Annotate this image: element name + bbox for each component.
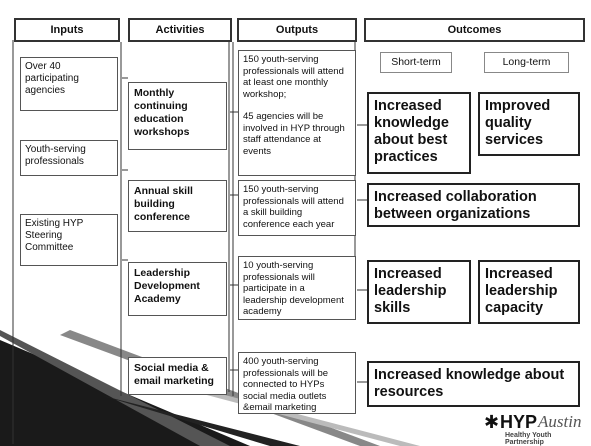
- activity-workshops: Monthly continuing education workshops: [128, 82, 227, 150]
- logo-city: Austin: [538, 412, 582, 431]
- long-term-label: Long-term: [484, 52, 569, 73]
- input-steering-committee: Existing HYP Steering Committee: [20, 214, 118, 266]
- activity-social-media: Social media & email marketing: [128, 357, 227, 395]
- header-inputs: Inputs: [14, 18, 120, 42]
- header-activities: Activities: [128, 18, 232, 42]
- logo-figure-icon: ✱: [484, 412, 500, 432]
- outcome-quality-services: Improved quality services: [478, 92, 580, 156]
- logo-tagline: Healthy Youth Partnership: [505, 432, 552, 446]
- header-outcomes: Outcomes: [364, 18, 585, 42]
- output-workshops: 150 youth-serving professionals will att…: [238, 50, 356, 176]
- output-conference: 150 youth-serving professionals will att…: [238, 180, 356, 236]
- input-professionals: Youth-serving professionals: [20, 140, 118, 176]
- outcome-leadership-skills: Increased leadership skills: [367, 260, 471, 324]
- outcome-leadership-capacity: Increased leadership capacity: [478, 260, 580, 324]
- output-leadership-academy: 10 youth-serving professionals will part…: [238, 256, 356, 320]
- outcome-resources: Increased knowledge about resources: [367, 361, 580, 407]
- header-outputs: Outputs: [237, 18, 357, 42]
- outcome-best-practices: Increased knowledge about best practices: [367, 92, 471, 174]
- input-agencies: Over 40 participating agencies: [20, 57, 118, 111]
- output-social-media: 400 youth-serving professionals will be …: [238, 352, 356, 414]
- outcome-collaboration: Increased collaboration between organiza…: [367, 183, 580, 227]
- output-workshops-attendance: 150 youth-serving professionals will att…: [243, 54, 344, 100]
- short-term-label: Short-term: [380, 52, 452, 73]
- activity-leadership-academy: Leadership Development Academy: [128, 262, 227, 316]
- activity-conference: Annual skill building conference: [128, 180, 227, 232]
- logo-brand: HYP: [500, 412, 538, 432]
- output-workshops-agencies: 45 agencies will be involved in HYP thro…: [243, 111, 345, 157]
- hyp-austin-logo: ✱ HYP Austin Healthy Youth Partnership: [480, 410, 590, 446]
